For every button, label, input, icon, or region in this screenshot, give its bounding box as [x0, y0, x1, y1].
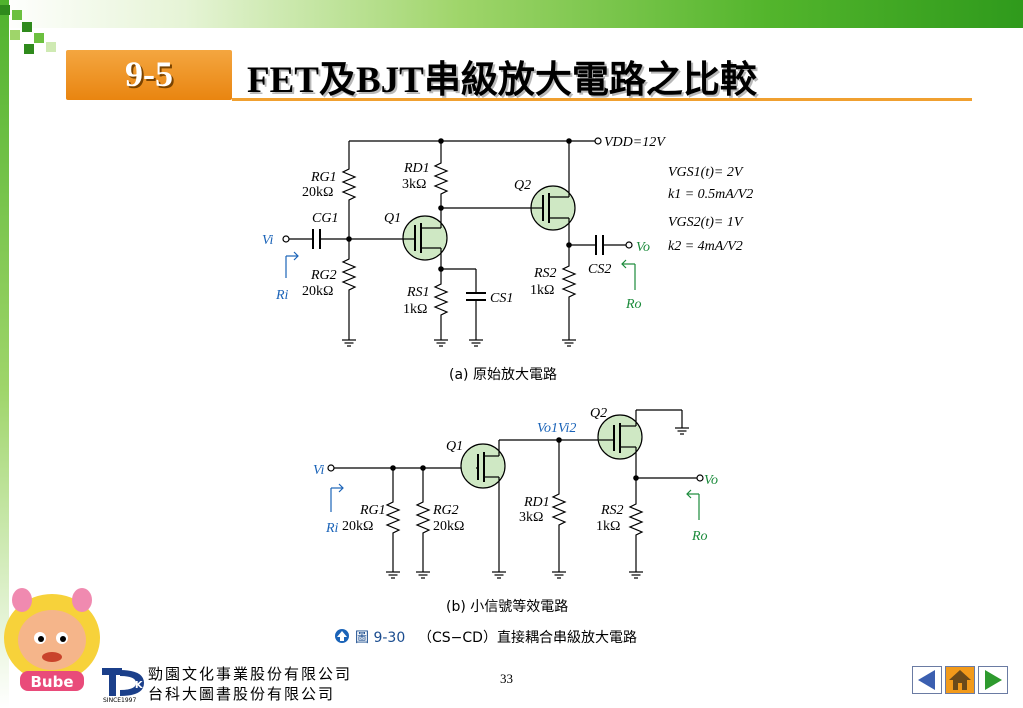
rg1-value-b: 20kΩ: [342, 519, 373, 534]
bube-mascot-logo: Bube: [4, 588, 100, 691]
rg2-name-b: RG2: [432, 503, 459, 518]
caption-a: (a) 原始放大電路: [449, 367, 557, 383]
ri-label-b: Ri: [325, 521, 339, 536]
rs2-name-b: RS2: [600, 503, 624, 518]
ro-label-a: Ro: [625, 297, 642, 312]
up-arrow-circle-icon: [335, 629, 349, 643]
vdd-label: VDD=12V: [604, 135, 666, 150]
ro-label-b: Ro: [691, 529, 708, 544]
rs1-value: 1kΩ: [403, 302, 427, 317]
circuit-a-diagram: RG1 20kΩ CG1 RG2 20kΩ RD1 3kΩ Q1 RS1 1kΩ…: [262, 135, 753, 347]
home-button[interactable]: [945, 666, 975, 694]
rg2-value-a: 20kΩ: [302, 284, 333, 299]
k2-param: k2 = 4mA/V2: [668, 239, 743, 254]
section-number: 9-5: [125, 54, 173, 94]
mascot-text: Bube: [30, 673, 73, 691]
rg2-name-a: RG2: [310, 268, 337, 283]
k1-param: k1 = 0.5mA/V2: [668, 187, 753, 202]
vo-label-b: Vo: [704, 473, 718, 488]
vgs1-param: VGS1(t)= 2V: [668, 165, 744, 180]
rs1-name: RS1: [406, 285, 430, 300]
cs1-label: CS1: [490, 291, 513, 306]
top-gradient-bar: [0, 0, 1023, 28]
publisher-line-2: 台科大圖書股份有限公司: [148, 685, 336, 703]
vo-label-a: Vo: [636, 240, 650, 255]
rd1-name-a: RD1: [403, 161, 430, 176]
page-number: 33: [500, 671, 513, 686]
logo-text: TK: [128, 680, 144, 691]
rg1-name-a: RG1: [310, 170, 337, 185]
section-number-badge: 9-5: [66, 50, 232, 100]
vi-label-b: Vi: [313, 463, 325, 478]
tk-publisher-logo: TK: [102, 666, 146, 700]
q1-label-b: Q1: [446, 439, 463, 454]
home-icon: [949, 670, 971, 690]
rd1-value-a: 3kΩ: [402, 177, 426, 192]
left-gradient-bar: [0, 0, 9, 708]
rg1-value-a: 20kΩ: [302, 185, 333, 200]
cg1-label: CG1: [312, 211, 338, 226]
caption-b: (b) 小信號等效電路: [446, 599, 569, 615]
title-underline: [232, 98, 972, 101]
publisher-names: 勁園文化事業股份有限公司 台科大圖書股份有限公司: [148, 664, 352, 704]
figure-title: （CS−CD）直接耦合串級放大電路: [418, 630, 637, 646]
ri-label-a: Ri: [275, 288, 289, 303]
q2-label-a: Q2: [514, 178, 531, 193]
rs2-value-a: 1kΩ: [530, 283, 554, 298]
figure-label: 圖 9-30: [355, 630, 406, 646]
prev-slide-button[interactable]: [912, 666, 942, 694]
vgs2-param: VGS2(t)= 1V: [668, 215, 744, 230]
next-slide-button[interactable]: [978, 666, 1008, 694]
cs2-label: CS2: [588, 262, 611, 277]
rg1-name-b: RG1: [359, 503, 386, 518]
q2-label-b: Q2: [590, 406, 607, 421]
right-triangle-icon: [985, 670, 1002, 690]
left-triangle-icon: [918, 670, 935, 690]
since-text: SINCE1997: [103, 697, 137, 704]
circuit-b-diagram: Vi Vo Ri Ro Vo1Vi2 Q1 Q2 RG1 20kΩ RG2 20…: [313, 406, 718, 579]
rg2-value-b: 20kΩ: [433, 519, 464, 534]
page-title: FET及BJT串級放大電路之比較: [247, 60, 757, 101]
rs2-value-b: 1kΩ: [596, 519, 620, 534]
node-label: Vo1Vi2: [537, 421, 576, 436]
rd1-name-b: RD1: [523, 495, 550, 510]
publisher-line-1: 勁園文化事業股份有限公司: [148, 665, 353, 683]
rs2-name-a: RS2: [533, 266, 557, 281]
q1-label-a: Q1: [384, 211, 401, 226]
rd1-value-b: 3kΩ: [519, 510, 543, 525]
vi-label-a: Vi: [262, 233, 274, 248]
